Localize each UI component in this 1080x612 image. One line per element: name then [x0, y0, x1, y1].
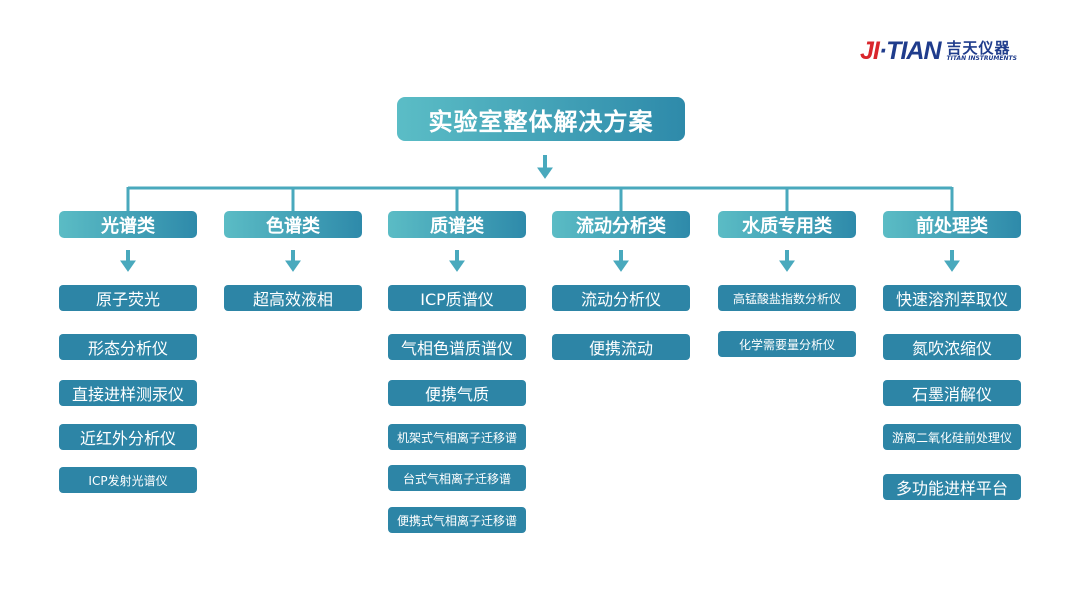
instrument-item: 便携流动 — [552, 334, 690, 360]
instrument-item: 多功能进样平台 — [883, 474, 1021, 500]
logo-mark: JI·TIAN — [860, 36, 942, 65]
diagram-title: 实验室整体解决方案 — [397, 97, 685, 141]
category-box: 质谱类 — [388, 211, 526, 238]
instrument-item: 原子荧光 — [59, 285, 197, 311]
down-arrow-icon — [613, 260, 629, 272]
category-box: 色谱类 — [224, 211, 362, 238]
instrument-item: ICP发射光谱仪 — [59, 467, 197, 493]
instrument-item: 超高效液相 — [224, 285, 362, 311]
instrument-item: 机架式气相离子迁移谱 — [388, 424, 526, 450]
instrument-item: 化学需要量分析仪 — [718, 331, 856, 357]
instrument-item: 便携式气相离子迁移谱 — [388, 507, 526, 533]
title-arrow-head — [537, 167, 553, 179]
instrument-item: 流动分析仪 — [552, 285, 690, 311]
category-box: 前处理类 — [883, 211, 1021, 238]
logo-chinese: 吉天仪器 — [946, 38, 1011, 57]
instrument-item: 气相色谱质谱仪 — [388, 334, 526, 360]
instrument-item: 氮吹浓缩仪 — [883, 334, 1021, 360]
instrument-item: 便携气质 — [388, 380, 526, 406]
logo-english: TITAN INSTRUMENTS — [946, 54, 1017, 62]
instrument-item: 游离二氧化硅前处理仪 — [883, 424, 1021, 450]
down-arrow-icon — [779, 260, 795, 272]
instrument-item: ICP质谱仪 — [388, 285, 526, 311]
category-box: 流动分析类 — [552, 211, 690, 238]
instrument-item: 台式气相离子迁移谱 — [388, 465, 526, 491]
down-arrow-icon — [120, 260, 136, 272]
category-box: 水质专用类 — [718, 211, 856, 238]
instrument-item: 直接进样测汞仪 — [59, 380, 197, 406]
instrument-item: 石墨消解仪 — [883, 380, 1021, 406]
instrument-item: 形态分析仪 — [59, 334, 197, 360]
down-arrow-icon — [449, 260, 465, 272]
down-arrow-icon — [944, 260, 960, 272]
instrument-item: 近红外分析仪 — [59, 424, 197, 450]
instrument-item: 快速溶剂萃取仪 — [883, 285, 1021, 311]
company-logo: JI·TIAN 吉天仪器 TITAN INSTRUMENTS — [860, 36, 1017, 66]
category-box: 光谱类 — [59, 211, 197, 238]
down-arrow-icon — [285, 260, 301, 272]
instrument-item: 高锰酸盐指数分析仪 — [718, 285, 856, 311]
